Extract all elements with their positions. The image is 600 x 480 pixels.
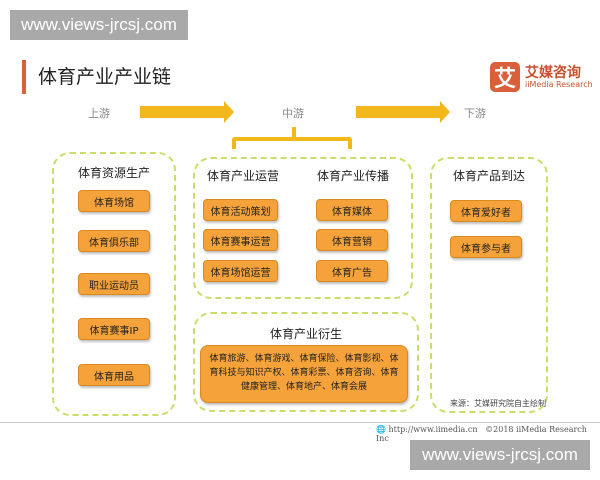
logo-icon: 艾 (490, 62, 520, 92)
source-note: 来源：艾媒研究院自主绘制 (450, 399, 546, 408)
upstream-item: 体育赛事IP (78, 318, 150, 340)
downstream-item: 体育爱好者 (450, 200, 522, 222)
title-accent-bar (22, 60, 26, 94)
logo-subtext: iiMedia Research (525, 80, 593, 89)
operation-item: 体育活动策划 (203, 199, 278, 221)
downstream-item: 体育参与者 (450, 236, 522, 258)
footer-copyright: ©2018 iiMedia Research Inc (376, 425, 587, 443)
footer: 🌐 http://www.iimedia.cn ©2018 iiMedia Re… (376, 425, 600, 443)
stage-midstream: 中游 (282, 107, 304, 120)
media-item: 体育媒体 (316, 199, 388, 221)
upstream-item: 体育用品 (78, 364, 150, 386)
footer-url[interactable]: http://www.iimedia.cn (388, 425, 478, 434)
midstream-box (193, 157, 413, 299)
downstream-heading: 体育产品到达 (452, 169, 525, 183)
upstream-heading: 体育资源生产 (77, 166, 150, 180)
stage-downstream: 下游 (464, 107, 486, 120)
watermark-top: www.views-jrcsj.com (10, 10, 188, 40)
downstream-box (430, 157, 548, 413)
operation-heading: 体育产业运营 (206, 169, 279, 183)
media-heading: 体育产业传播 (316, 169, 389, 183)
derivative-box (193, 312, 419, 412)
upstream-item: 体育场馆 (78, 190, 150, 212)
upstream-item: 职业运动员 (78, 273, 150, 295)
bracket-stem (292, 127, 296, 139)
operation-item: 体育场馆运营 (203, 260, 278, 282)
stage-upstream: 上游 (88, 107, 110, 120)
derivative-heading: 体育产业衍生 (269, 327, 342, 341)
footer-divider (0, 422, 600, 423)
page-title: 体育产业产业链 (38, 66, 172, 88)
derivative-list: 体育旅游、体育游戏、体育保险、体育影视、体育科技与知识产权、体育彩票、体育咨询、… (200, 345, 408, 403)
watermark-bottom: www.views-jrcsj.com (410, 440, 590, 470)
operation-item: 体育赛事运营 (203, 229, 278, 251)
globe-icon: 🌐 (376, 425, 386, 434)
upstream-box (52, 152, 176, 416)
arrow-right-icon (356, 101, 450, 123)
media-item: 体育营销 (316, 229, 388, 251)
upstream-item: 体育俱乐部 (78, 230, 150, 252)
bracket (232, 137, 352, 149)
arrow-right-icon (140, 101, 234, 123)
media-item: 体育广告 (316, 260, 388, 282)
logo-text: 艾媒咨询 (525, 65, 581, 81)
